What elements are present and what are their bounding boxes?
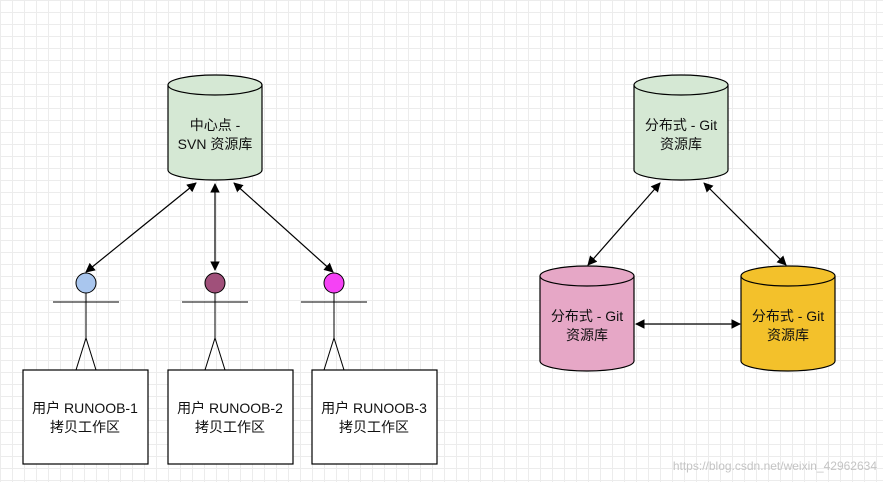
git-repository-left: 分布式 - Git 资源库 bbox=[539, 265, 635, 372]
user-3-leg-right bbox=[333, 337, 345, 371]
user-1-head bbox=[75, 272, 97, 294]
git-repo-right-label-line1: 分布式 - Git bbox=[752, 308, 824, 324]
watermark-text: https://blog.csdn.net/weixin_42962634 bbox=[673, 459, 877, 473]
git-repository-right: 分布式 - Git 资源库 bbox=[740, 265, 836, 372]
user-2-leg-right bbox=[214, 337, 226, 371]
svn-repo-top bbox=[167, 74, 263, 96]
user-1-leg-left bbox=[75, 337, 87, 371]
user-workspace-box-2: 用户 RUNOOB-2 拷贝工作区 bbox=[167, 369, 294, 465]
user-2-leg-left bbox=[204, 337, 216, 371]
user-actor-3 bbox=[301, 272, 367, 371]
user-actor-1 bbox=[53, 272, 119, 371]
user-1-label-line2: 拷贝工作区 bbox=[50, 419, 120, 435]
git-repo-left-label-line2: 资源库 bbox=[566, 327, 608, 343]
user-3-leg-left bbox=[323, 337, 335, 371]
user-3-label-line2: 拷贝工作区 bbox=[339, 419, 409, 435]
git-repository-top: 分布式 - Git 资源库 bbox=[633, 74, 729, 181]
user-actor-2 bbox=[182, 272, 248, 371]
user-2-head bbox=[204, 272, 226, 294]
user-3-label-line1: 用户 RUNOOB-3 bbox=[321, 400, 427, 416]
git-repo-left-label-line1: 分布式 - Git bbox=[551, 308, 623, 324]
user-1-label-line1: 用户 RUNOOB-1 bbox=[32, 400, 138, 416]
git-repo-top-label-line2: 资源库 bbox=[660, 136, 702, 152]
svn-repo-body bbox=[167, 85, 263, 181]
svn-repo-label-line1: 中心点 - bbox=[190, 117, 241, 133]
svn-repo-label-line2: SVN 资源库 bbox=[178, 136, 253, 152]
user-2-label-line2: 拷贝工作区 bbox=[195, 419, 265, 435]
git-repo-right-label-line2: 资源库 bbox=[767, 327, 809, 343]
user-3-head bbox=[323, 272, 345, 294]
git-arrow-top-left bbox=[587, 182, 661, 266]
user-workspace-box-3: 用户 RUNOOB-3 拷贝工作区 bbox=[311, 369, 438, 465]
user-2-label-line1: 用户 RUNOOB-2 bbox=[177, 400, 283, 416]
git-repo-top-label-line1: 分布式 - Git bbox=[645, 117, 717, 133]
svn-arrow-user-3 bbox=[233, 182, 334, 273]
user-1-leg-right bbox=[85, 337, 97, 371]
svn-repository: 中心点 - SVN 资源库 bbox=[167, 74, 263, 181]
user-workspace-box-1: 用户 RUNOOB-1 拷贝工作区 bbox=[22, 369, 149, 465]
svn-arrow-user-1 bbox=[85, 182, 197, 273]
git-arrow-top-right bbox=[703, 182, 787, 266]
